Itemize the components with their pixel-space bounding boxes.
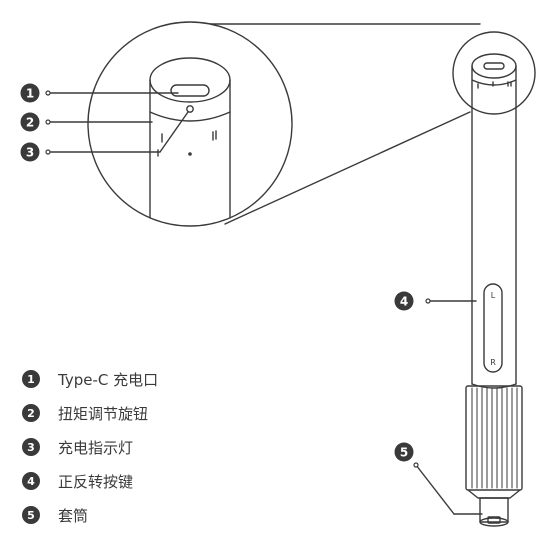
badge-2: 2 (20, 112, 40, 132)
svg-text:3: 3 (26, 146, 34, 160)
magnified-circle (87, 21, 293, 227)
svg-text:5: 5 (400, 446, 408, 460)
badge-5: 5 (394, 442, 414, 462)
direction-button (483, 283, 503, 373)
legend-badge: 5 (22, 506, 40, 524)
legend-list: 1 Type-C 充电口 2 扭矩调节旋钮 3 充电指示灯 4 正反转按键 5 … (22, 362, 158, 532)
legend-label: 正反转按键 (58, 472, 134, 491)
indicator-led-large (186, 105, 194, 113)
legend-item-socket: 5 套筒 (22, 498, 158, 532)
svg-text:4: 4 (400, 295, 408, 309)
badge-3: 3 (20, 142, 40, 162)
screwdriver-body (465, 53, 523, 527)
detail-circle-small (452, 31, 536, 115)
grip-ribs (471, 387, 518, 489)
legend-item-direction-button: 4 正反转按键 (22, 464, 158, 498)
type-c-port-large (170, 84, 210, 97)
legend-badge: 2 (22, 404, 40, 422)
legend-item-charging-led: 3 充电指示灯 (22, 430, 158, 464)
button-mark-r: R (490, 358, 496, 367)
legend-item-type-c: 1 Type-C 充电口 (22, 362, 158, 396)
zoom-line-bottom (224, 111, 471, 225)
legend-badge: 4 (22, 472, 40, 490)
svg-text:2: 2 (26, 116, 34, 130)
svg-text:1: 1 (26, 87, 34, 101)
badge-4: 4 (394, 291, 414, 311)
badge-1: 1 (20, 83, 40, 103)
legend-label: 充电指示灯 (58, 438, 134, 457)
legend-badge: 3 (22, 438, 40, 456)
socket (479, 497, 509, 523)
legend-badge: 1 (22, 370, 40, 388)
torque-grip (465, 385, 523, 491)
legend-label: 扭矩调节旋钮 (58, 404, 149, 423)
legend-item-torque-knob: 2 扭矩调节旋钮 (22, 396, 158, 430)
legend-label: Type-C 充电口 (58, 370, 159, 389)
magnified-cap (149, 57, 231, 219)
leader-5 (415, 464, 455, 515)
button-mark-l: L (491, 291, 496, 300)
legend-label: 套筒 (58, 506, 89, 525)
